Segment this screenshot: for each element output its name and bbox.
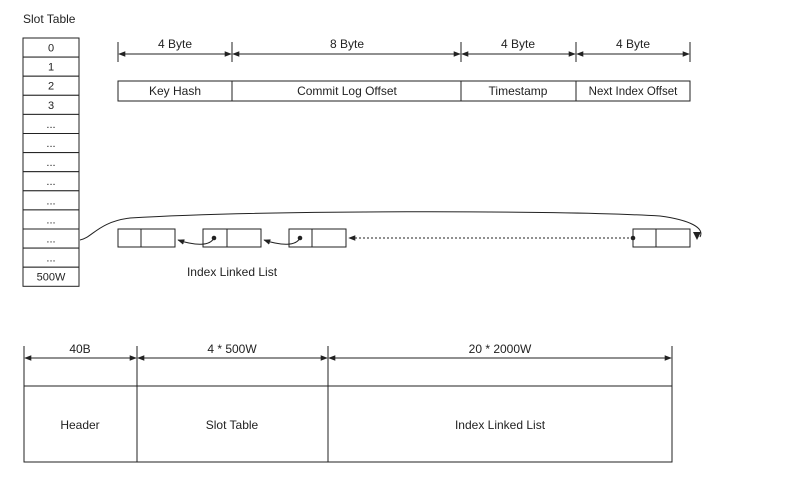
slot-table-row-label: 500W bbox=[37, 272, 66, 284]
field-size-key-hash: 4 Byte bbox=[158, 37, 192, 51]
slot-table-row-label: ... bbox=[46, 157, 55, 169]
list-node bbox=[288, 228, 347, 248]
list-node bbox=[632, 228, 691, 248]
slot-table-row-label: ... bbox=[46, 234, 55, 246]
slot-table-row-label: 3 bbox=[48, 100, 54, 112]
slot-table-row-label: ... bbox=[46, 138, 55, 150]
section-name-slot-table: Slot Table bbox=[206, 418, 259, 432]
linked-list-label: Index Linked List bbox=[187, 265, 278, 279]
field-size-timestamp: 4 Byte bbox=[501, 37, 535, 51]
section-name-header: Header bbox=[60, 418, 99, 432]
field-size-commit-log-offset: 8 Byte bbox=[330, 37, 364, 51]
index-linked-list: Index Linked List bbox=[79, 211, 702, 279]
field-size-next-index-offset: 4 Byte bbox=[616, 37, 650, 51]
list-node bbox=[202, 228, 262, 248]
field-name-timestamp: Timestamp bbox=[489, 84, 548, 98]
section-size-header: 40B bbox=[69, 342, 90, 356]
pointer-arrow bbox=[263, 237, 301, 245]
slot-table: 0 1 2 3........................ 500W bbox=[22, 37, 80, 287]
index-entry-structure: 4 Byte 8 Byte 4 Byte 4 Byte Key Hash Com… bbox=[117, 37, 691, 102]
slot-to-list-curve bbox=[79, 211, 702, 241]
field-name-key-hash: Key Hash bbox=[149, 84, 201, 98]
slot-table-row-label: ... bbox=[46, 119, 55, 131]
slot-table-row-label: 2 bbox=[48, 81, 54, 93]
slot-table-row-label: 0 bbox=[48, 43, 54, 55]
field-name-commit-log-offset: Commit Log Offset bbox=[297, 84, 397, 98]
slot-table-row-label: 1 bbox=[48, 62, 54, 74]
slot-table-row-label: ... bbox=[46, 253, 55, 265]
section-name-index-linked-list: Index Linked List bbox=[455, 418, 546, 432]
slot-table-row-label: ... bbox=[46, 176, 55, 188]
section-size-index-linked-list: 20 * 2000W bbox=[469, 342, 532, 356]
slot-table-row-label: ... bbox=[46, 195, 55, 207]
file-layout: 40B 4 * 500W 20 * 2000W Header Slot Tabl… bbox=[23, 342, 673, 463]
section-box-header bbox=[23, 385, 138, 463]
field-box-next-index-offset bbox=[575, 80, 691, 102]
section-box-index-linked-list bbox=[327, 385, 673, 463]
list-node bbox=[117, 228, 176, 248]
field-name-next-index-offset: Next Index Offset bbox=[589, 86, 678, 98]
section-size-slot-table: 4 * 500W bbox=[207, 342, 257, 356]
slot-table-row-label: ... bbox=[46, 214, 55, 226]
slot-table-title: Slot Table bbox=[23, 12, 76, 26]
slot-to-list-arrowhead bbox=[693, 232, 701, 240]
slot-table-cell bbox=[22, 266, 80, 287]
pointer-arrow bbox=[177, 237, 215, 245]
